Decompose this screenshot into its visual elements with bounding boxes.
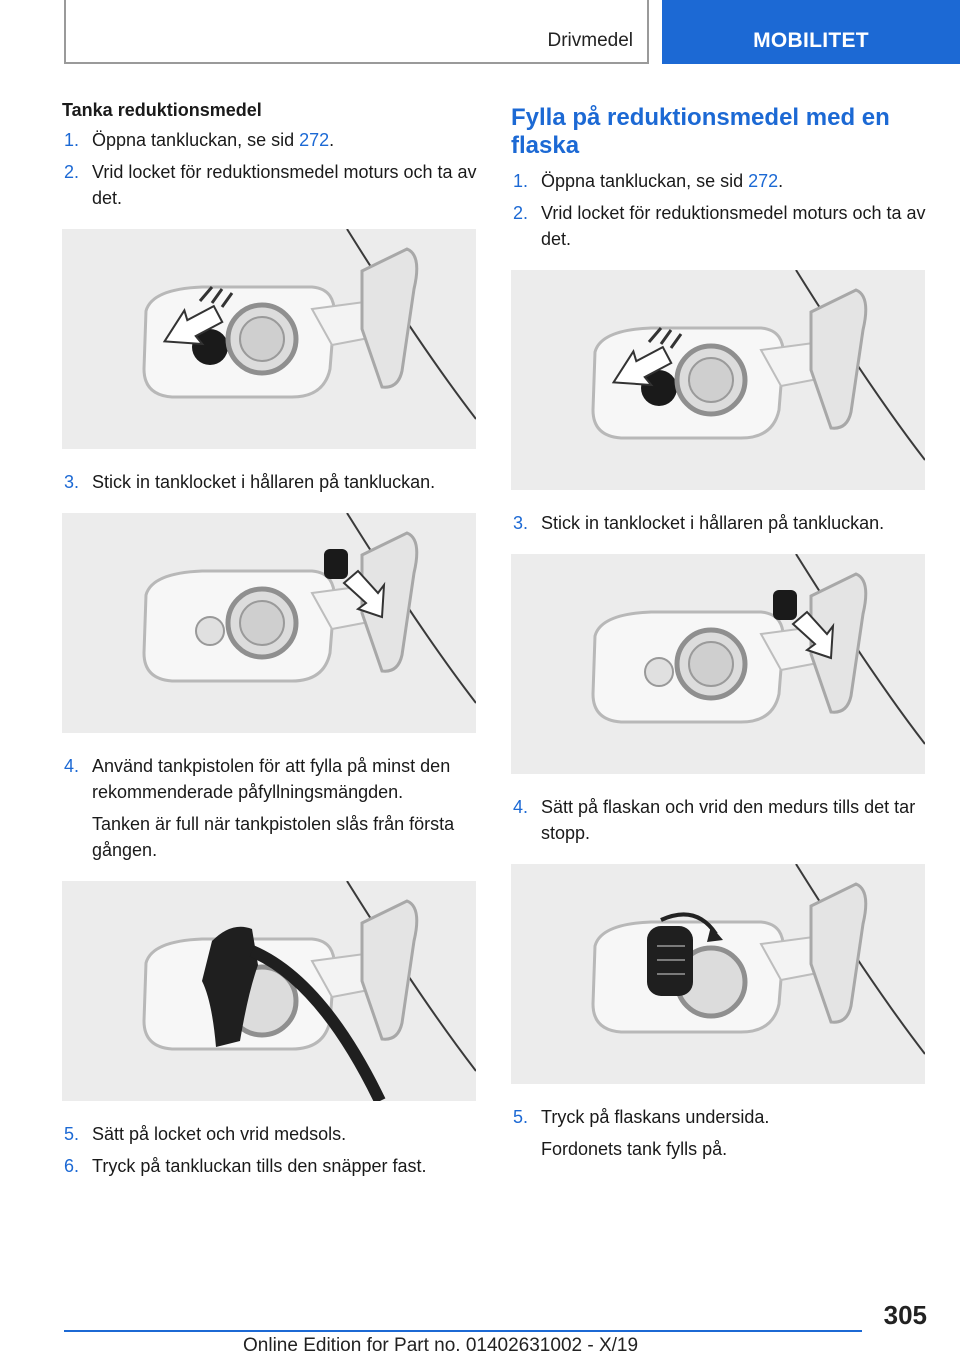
footer-edition: Online Edition for Part no. 01402631002 … xyxy=(243,1335,639,1356)
footer-divider xyxy=(64,1330,862,1332)
left-step-3: 3. Stick in tanklocket i hållaren på tan… xyxy=(62,469,478,495)
step-number: 3. xyxy=(64,472,80,492)
step-number: 2. xyxy=(64,162,80,182)
step-text: Vrid locket för reduktionsmedel moturs o… xyxy=(92,162,477,208)
header-chapter-tab: MOBILITET xyxy=(662,0,960,64)
figure-remove-cap-right-illustration xyxy=(511,270,925,490)
header-section-box: Drivmedel xyxy=(64,0,649,64)
step-number: 1. xyxy=(513,171,529,191)
page-link[interactable]: 272 xyxy=(748,171,779,191)
step-text: Sätt på flaskan och vrid den medurs till… xyxy=(541,797,916,843)
right-step-5: 5. Tryck på flaskans undersida. xyxy=(511,1104,927,1130)
figure-bottle-illustration xyxy=(511,864,925,1084)
right-column: Fylla på reduktionsmedel med en flaska 1… xyxy=(511,100,927,1168)
step-text: Vrid locket för reduktionsmedel moturs o… xyxy=(541,203,926,249)
step-text: Sätt på locket och vrid medsols. xyxy=(92,1124,347,1144)
right-step-4: 4. Sätt på flaskan och vrid den medurs t… xyxy=(511,794,927,846)
figure-nozzle-illustration xyxy=(62,881,476,1101)
figure-remove-cap-right xyxy=(511,270,925,490)
left-step-2: 2. Vrid locket för reduktionsmedel motur… xyxy=(62,159,478,211)
step-text: Tryck på flaskans undersida. xyxy=(541,1107,770,1127)
left-step-6: 6. Tryck på tankluckan tills den snäpper… xyxy=(62,1153,478,1179)
page-link[interactable]: 272 xyxy=(299,130,330,150)
step-text: Använd tankpistolen för att fylla på min… xyxy=(92,756,451,802)
figure-remove-cap xyxy=(62,229,476,449)
step-number: 3. xyxy=(513,513,529,533)
right-step-2: 2. Vrid locket för reduktionsmedel motur… xyxy=(511,200,927,252)
left-step-4-note: Tanken är full när tankpistolen slås frå… xyxy=(92,814,455,860)
step-number: 1. xyxy=(64,130,80,150)
step-text: Tryck på tankluckan tills den snäpper fa… xyxy=(92,1156,427,1176)
figure-bottle xyxy=(511,864,925,1084)
figure-store-cap-right-illustration xyxy=(511,554,925,774)
left-step-5: 5. Sätt på locket och vrid medsols. xyxy=(62,1121,478,1147)
step-number: 2. xyxy=(513,203,529,223)
right-heading: Fylla på reduktionsmedel med en flaska xyxy=(511,104,890,159)
step-text-end: . xyxy=(778,171,784,191)
step-number: 4. xyxy=(64,756,80,776)
left-step-4: 4. Använd tankpistolen för att fylla på … xyxy=(62,753,478,805)
step-text-end: . xyxy=(329,130,335,150)
step-text: Öppna tankluckan, se sid xyxy=(541,171,749,191)
figure-store-cap xyxy=(62,513,476,733)
figure-store-cap-illustration xyxy=(62,513,476,733)
step-text: Stick in tanklocket i hållaren på tanklu… xyxy=(541,513,885,533)
step-number: 6. xyxy=(64,1156,80,1176)
right-step-1: 1. Öppna tankluckan, se sid 272. xyxy=(511,168,927,194)
header-section-title: Drivmedel xyxy=(547,30,633,51)
figure-nozzle xyxy=(62,881,476,1101)
step-number: 4. xyxy=(513,797,529,817)
right-step-5-note: Fordonets tank fylls på. xyxy=(541,1139,728,1159)
figure-remove-cap-illustration xyxy=(62,229,476,449)
step-number: 5. xyxy=(64,1124,80,1144)
left-heading: Tanka reduktionsmedel xyxy=(62,100,262,120)
left-step-1: 1. Öppna tankluckan, se sid 272. xyxy=(62,127,478,153)
step-number: 5. xyxy=(513,1107,529,1127)
step-text: Öppna tankluckan, se sid xyxy=(92,130,300,150)
left-column: Tanka reduktionsmedel 1. Öppna tanklucka… xyxy=(62,100,478,1185)
step-text: Stick in tanklocket i hållaren på tanklu… xyxy=(92,472,436,492)
right-step-3: 3. Stick in tanklocket i hållaren på tan… xyxy=(511,510,927,536)
figure-store-cap-right xyxy=(511,554,925,774)
page-number: 305 xyxy=(883,1300,927,1330)
